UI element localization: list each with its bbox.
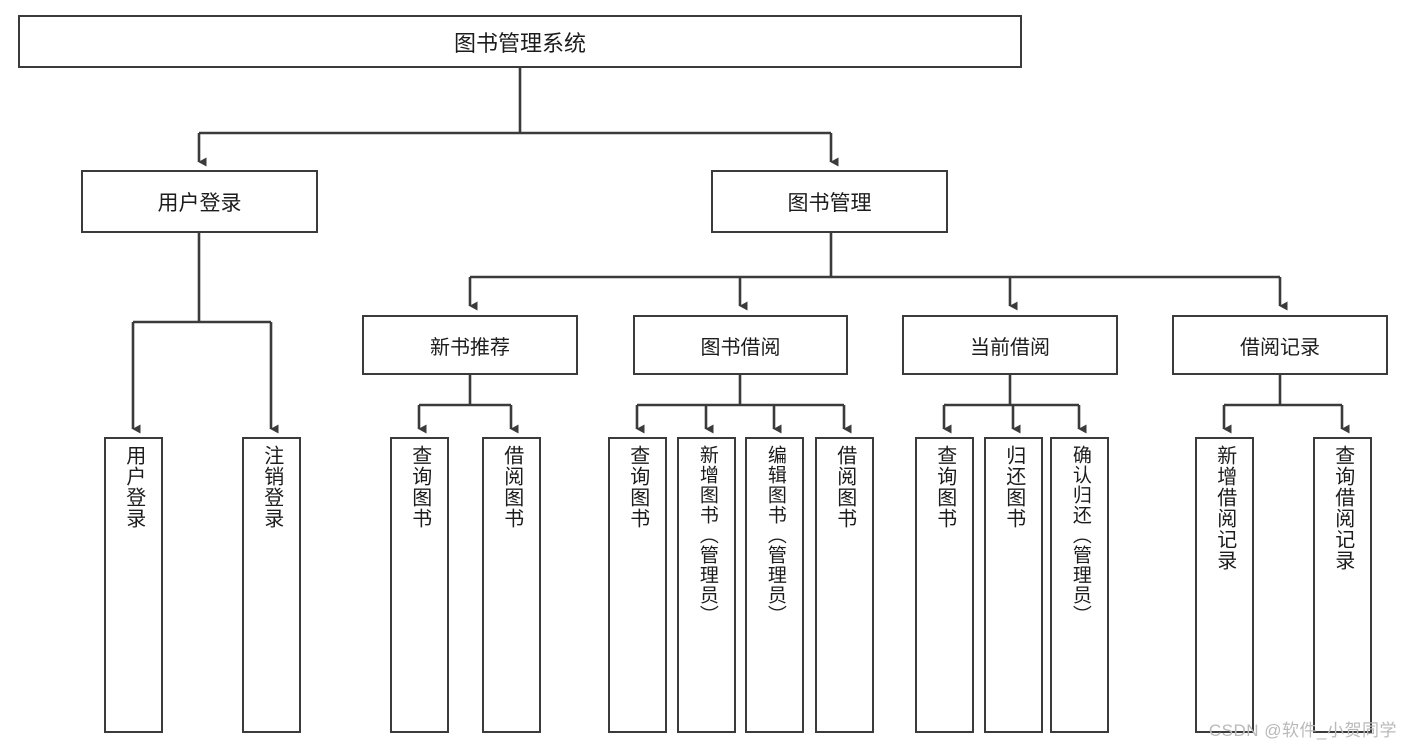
node-label: 用户登录 [122,445,145,529]
node-label: 确认归还（管理员） [1069,445,1091,625]
leaf-borrow-query-book[interactable]: 查询图书 [608,437,667,733]
node-label: 查询图书 [933,445,956,529]
node-user-login[interactable]: 用户登录 [81,170,318,233]
leaf-recommend-query-book[interactable]: 查询图书 [390,437,449,733]
leaf-recommend-borrow-book[interactable]: 借阅图书 [482,437,541,733]
node-new-book-recommend[interactable]: 新书推荐 [362,315,578,375]
node-label: 新书推荐 [430,336,510,359]
leaf-borrow-add-book-admin[interactable]: 新增图书（管理员） [677,437,736,733]
node-label: 借阅记录 [1240,336,1320,359]
leaf-current-confirm-return-admin[interactable]: 确认归还（管理员） [1050,437,1109,733]
node-label: 查询借阅记录 [1331,445,1354,571]
leaf-user-login-login[interactable]: 用户登录 [104,437,163,733]
node-label: 新增借阅记录 [1213,445,1236,571]
leaf-current-query-book[interactable]: 查询图书 [915,437,974,733]
node-label: 查询图书 [626,445,649,529]
node-label: 图书管理系统 [453,30,586,56]
node-label: 当前借阅 [970,336,1050,359]
node-label: 归还图书 [1002,445,1025,529]
leaf-record-query-record[interactable]: 查询借阅记录 [1313,437,1372,733]
leaf-record-add-record[interactable]: 新增借阅记录 [1195,437,1254,733]
node-label: 注销登录 [260,445,283,529]
node-book-management[interactable]: 图书管理 [711,170,948,233]
node-root-system[interactable]: 图书管理系统 [18,15,1022,68]
node-label: 查询图书 [408,445,431,529]
node-label: 图书管理 [787,191,872,215]
leaf-current-return-book[interactable]: 归还图书 [984,437,1043,733]
csdn-watermark: CSDN @软件_小贺同学 [1208,721,1397,740]
node-current-borrow[interactable]: 当前借阅 [902,315,1118,375]
node-book-borrow[interactable]: 图书借阅 [633,315,848,375]
node-label: 借阅图书 [833,445,856,529]
node-borrow-record[interactable]: 借阅记录 [1172,315,1388,375]
leaf-borrow-edit-book-admin[interactable]: 编辑图书（管理员） [745,437,804,733]
node-label: 编辑图书（管理员） [764,445,786,625]
leaf-user-login-logout[interactable]: 注销登录 [242,437,301,733]
node-label: 借阅图书 [500,445,523,529]
node-label: 用户登录 [157,191,242,215]
node-label: 新增图书（管理员） [696,445,718,625]
node-label: 图书借阅 [700,336,781,359]
leaf-borrow-borrow-book[interactable]: 借阅图书 [815,437,874,733]
